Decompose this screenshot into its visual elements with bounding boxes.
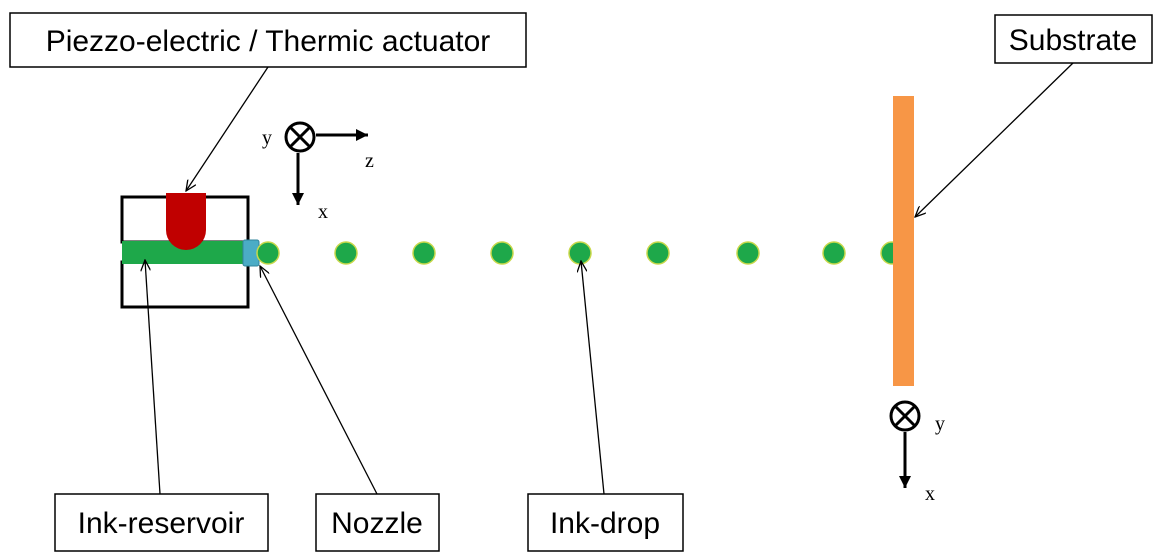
ink-drop xyxy=(412,241,436,265)
right-y-label: y xyxy=(935,413,945,435)
ink-drops xyxy=(256,241,904,265)
substrate-label: Substrate xyxy=(994,14,1153,64)
ink-drop-label: Ink-drop xyxy=(527,493,684,552)
actuator xyxy=(166,193,206,250)
ink-drop xyxy=(334,241,358,265)
actuator-leader xyxy=(186,66,269,191)
nozzle-leader xyxy=(260,266,378,495)
left-z-label: z xyxy=(365,150,374,172)
reservoir-leader xyxy=(145,260,161,495)
right-x-label: x xyxy=(925,483,935,505)
ink-drop xyxy=(646,241,670,265)
left-axes: y z x xyxy=(262,121,374,223)
substrate xyxy=(893,96,914,386)
actuator-label: Piezzo-electric / Thermic actuator xyxy=(9,12,527,68)
nozzle-label-text: Nozzle xyxy=(331,507,423,540)
ink-drop xyxy=(490,241,514,265)
ink-channel xyxy=(122,241,250,264)
print-head xyxy=(120,193,260,309)
print-head-lower-frame xyxy=(120,260,250,309)
nozzle-label: Nozzle xyxy=(315,493,440,552)
substrate-leader xyxy=(915,62,1074,217)
ink-drop-label-text: Ink-drop xyxy=(550,507,660,540)
ink-drop-leader xyxy=(581,261,605,495)
reservoir-label-text: Ink-reservoir xyxy=(78,507,245,540)
left-x-label: x xyxy=(318,201,328,223)
ink-drop xyxy=(256,241,280,265)
ink-drop xyxy=(822,241,846,265)
ink-drop xyxy=(568,241,592,265)
right-axes: y x xyxy=(889,400,945,505)
substrate-label-text: Substrate xyxy=(1009,24,1137,57)
ink-drop xyxy=(736,241,760,265)
reservoir-label: Ink-reservoir xyxy=(54,493,269,552)
left-y-label: y xyxy=(262,127,272,149)
actuator-label-text: Piezzo-electric / Thermic actuator xyxy=(46,25,491,58)
